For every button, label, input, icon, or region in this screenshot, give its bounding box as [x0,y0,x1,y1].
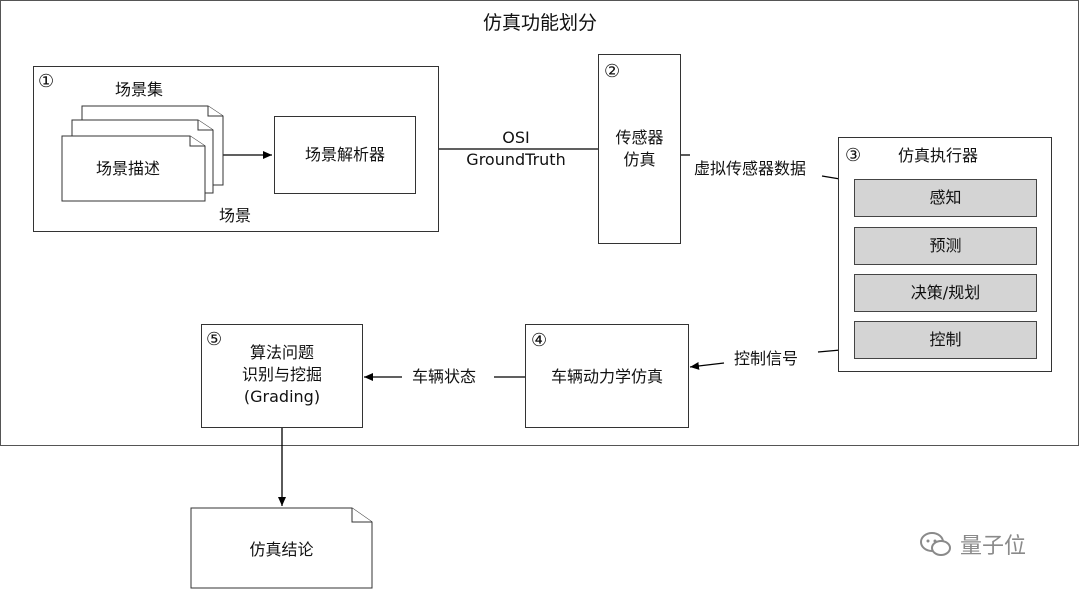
vehicle-state-label: 车辆状态 [412,367,477,386]
sensor-line2: 仿真 [623,150,656,169]
exec-item-control-label: 控制 [929,330,962,349]
watermark-text: 量子位 [960,534,1027,559]
exec-item-planning: 决策/规划 [854,274,1037,312]
osi-label: OSI [502,128,530,147]
scene-parser-label: 场景解析器 [304,145,385,164]
module1-number: ① [38,71,55,92]
conclusion-doc [190,507,373,589]
algorithm-line3: (Grading) [243,387,321,406]
scene-set-label: 场景集 [115,80,164,99]
exec-item-control: 控制 [854,321,1037,359]
sensor-line1: 传感器 [615,128,664,147]
module5-box [201,324,363,428]
watermark: 量子位 [918,528,1026,560]
algorithm-label: 算法问题 识别与挖掘 (Grading) [201,342,363,408]
algorithm-line2: 识别与挖掘 [241,365,322,384]
vehicle-dynamics-label: 车辆动力学仿真 [550,367,663,386]
exec-item-prediction-label: 预测 [929,236,962,255]
module4-number: ④ [531,330,548,351]
virtual-sensor-data-label: 虚拟传感器数据 [694,159,807,178]
arrow-control-signal-head [689,361,725,370]
module4-box [525,324,689,428]
conclusion-label: 仿真结论 [249,540,314,559]
algorithm-line1: 算法问题 [249,343,314,362]
outer-frame [0,0,1079,446]
module3-number: ③ [845,145,862,166]
diagram-title: 仿真功能划分 [482,12,597,34]
osi-groundtruth-label: OSI GroundTruth [456,127,576,171]
module1-box [33,66,439,232]
wechat-icon [920,532,951,556]
executor-title: 仿真执行器 [898,146,979,165]
groundtruth-label: GroundTruth [466,150,566,169]
control-signal-label: 控制信号 [734,349,799,368]
module2-box [598,54,681,244]
sensor-sim-label: 传感器 仿真 [598,127,681,171]
exec-item-prediction: 预测 [854,227,1037,265]
module5-number: ⑤ [206,329,223,350]
scene-label: 场景 [219,206,252,225]
exec-item-perception-label: 感知 [929,188,962,207]
scene-doc-stack [61,105,224,202]
scene-parser-box: 场景解析器 [274,116,416,194]
exec-item-planning-label: 决策/规划 [910,283,981,302]
scene-description-label: 场景描述 [96,159,161,178]
module2-number: ② [604,61,621,82]
exec-item-perception: 感知 [854,179,1037,217]
